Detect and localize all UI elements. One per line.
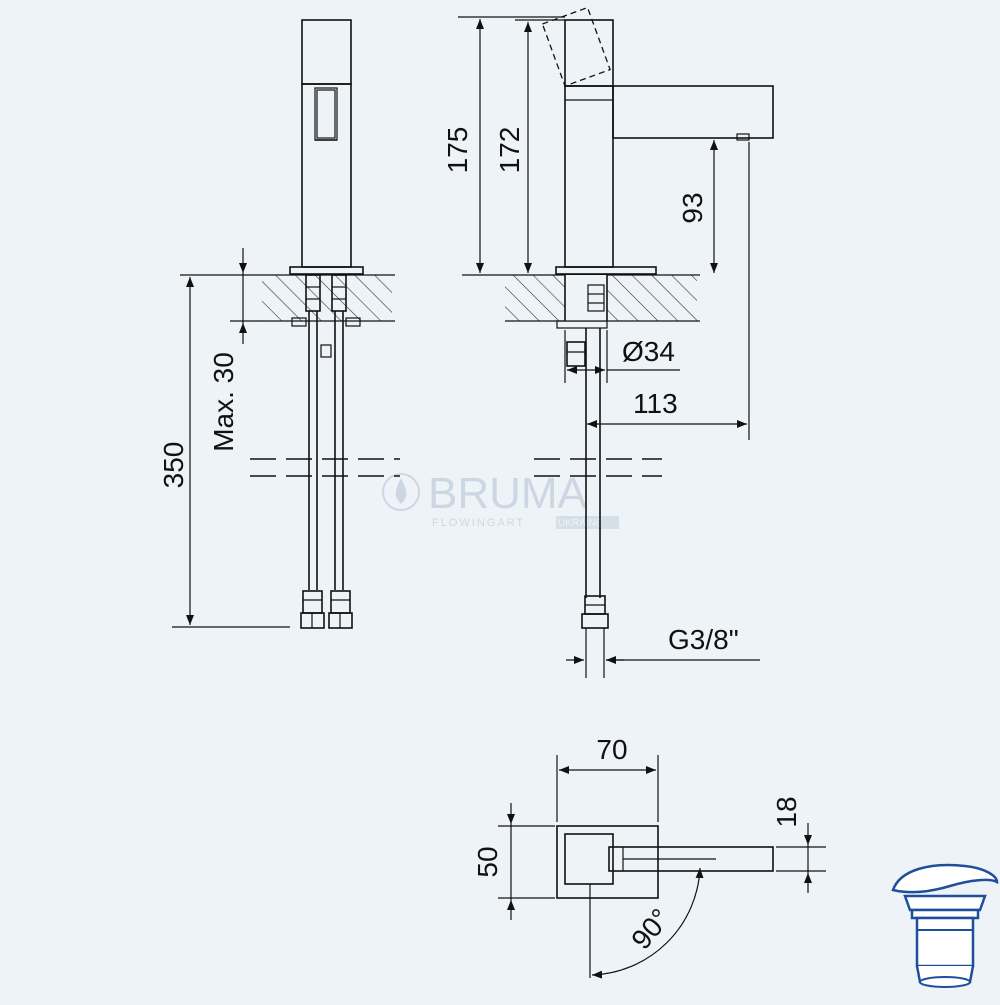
dim-50-label: 50: [472, 846, 503, 877]
dim-18-label: 18: [771, 796, 802, 827]
dim-thread-label: G3/8": [668, 624, 739, 655]
watermark-brand: BRUMA: [428, 469, 588, 518]
dim-172-label: 172: [494, 127, 525, 174]
dim-angle-90-label: 90°: [625, 903, 676, 955]
drop-logo-icon: [382, 473, 420, 511]
top-view: 70 50 18 90°: [472, 734, 826, 979]
watermark-tag-suffix: UKRAINE: [558, 518, 603, 529]
watermark: BRUMA FLOWINGART UKRAINE: [382, 469, 619, 529]
dim-70-label: 70: [596, 734, 627, 765]
drain-plug-icon: [891, 863, 999, 988]
dim-max30-label: Max. 30: [208, 352, 239, 452]
dim-113-label: 113: [633, 388, 678, 419]
dim-diameter-34-label: Ø34: [622, 336, 675, 367]
dim-93-label: 93: [677, 192, 708, 223]
dim-350-label: 350: [158, 442, 189, 489]
dim-175-label: 175: [442, 127, 473, 174]
watermark-tagline: FLOWINGART: [432, 517, 525, 529]
front-view: 350 Max. 30: [158, 19, 400, 629]
side-view: 175 172 93 Ø34 113 G3/8": [442, 6, 774, 678]
